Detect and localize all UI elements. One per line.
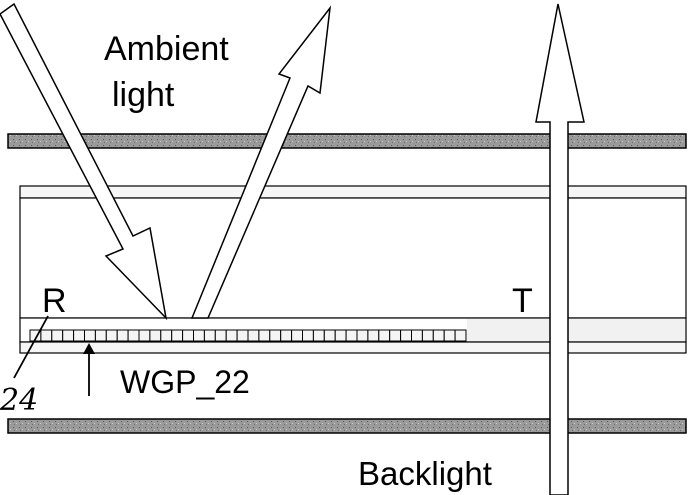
wgp-cell [335,330,346,341]
bottom-polarizer [8,419,686,433]
wgp-cell [194,330,205,341]
wgp-cell [161,330,172,341]
wgp-cell [85,330,96,341]
wgp-cell [63,330,74,341]
bottom-substrate-layer [20,342,686,353]
wgp-cell [95,330,106,341]
wgp-cell [172,330,183,341]
wgp-cell [270,330,281,341]
wgp-cell [204,330,215,341]
wgp-cell [117,330,128,341]
wgp-cell [237,330,248,341]
wgp-cell [390,330,401,341]
wgp-cell [292,330,303,341]
transmissive-region [467,319,685,341]
wgp-cell [74,330,85,341]
wgp-cell [313,330,324,341]
wgp-cell [139,330,150,341]
wgp-cell [248,330,259,341]
wgp-cell [150,330,161,341]
wgp-cell [368,330,379,341]
wgp-cell [215,330,226,341]
wgp-cell [106,330,117,341]
reflective-label: R [42,282,67,320]
wgp-cell [346,330,357,341]
transmissive-label: T [512,282,533,320]
wgp-cell [433,330,444,341]
wgp-cell [401,330,412,341]
wgp-cell [183,330,194,341]
top-polarizer [8,134,686,148]
wgp-cell [128,330,139,341]
wgp-cell [324,330,335,341]
wgp-cell [281,330,292,341]
wgp-cell [41,330,52,341]
wgp-cell [422,330,433,341]
backlight-label: Backlight [358,455,492,492]
wgp-cell [226,330,237,341]
wgp-cell [455,330,466,341]
ref-24-label: 24 [0,383,38,418]
wgp-cell [379,330,390,341]
wgp-cell [444,330,455,341]
wgp-cell [412,330,423,341]
top-substrate-layer [20,186,686,198]
ambient-label-line2: light [112,76,175,114]
wgp-cell [52,330,63,341]
ambient-label-line1: Ambient [104,30,229,68]
wgp-cell [259,330,270,341]
wgp-cell [357,330,368,341]
wgp-cells [30,330,466,341]
wgp-cell [303,330,314,341]
wgp-label: WGP_22 [120,364,250,400]
